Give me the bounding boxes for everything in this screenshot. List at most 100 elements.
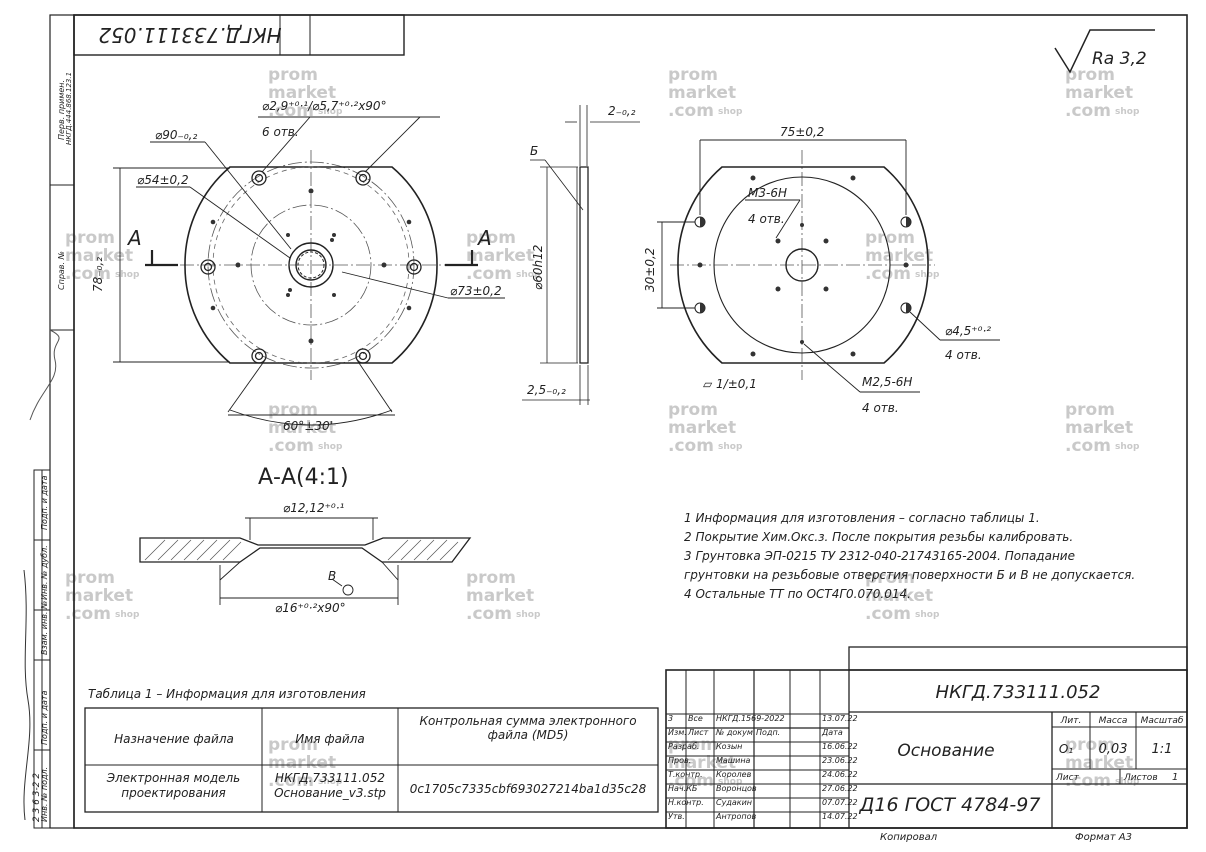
stamp-cell: Т.контр. [668,770,703,779]
svg-text:shop: shop [1115,442,1140,452]
dim-holes-top-count: 6 отв. [262,125,299,139]
table-header-filename: Имя файла [295,732,365,746]
stamp-cell: Судакин [716,798,752,807]
section-view [139,517,472,605]
sheet-frame [33,14,1188,829]
stamp-cell: № докум. [715,728,755,737]
stamp-cell: 16.06.22 [822,742,858,751]
svg-text:prom: prom [1065,400,1115,420]
svg-text:prom: prom [466,228,516,248]
stamp-cell: Нач.КБ [668,784,698,793]
stamp-cell: Козын [716,742,742,751]
handwriting-signature [23,569,31,821]
dim-d78: 78₋₀,₂ [91,257,105,292]
stamp-cell: Королев [716,770,752,779]
side-label-podp1: Подп. и дата [40,475,49,530]
format-label: Формат А3 [1075,832,1132,843]
note-2: 2 Покрытие Хим.Окс.з. После покрытия рез… [684,530,1073,544]
side-view [522,105,640,405]
svg-text:.com: .com [268,101,314,121]
svg-text:.com: .com [268,771,314,791]
section-mark-right: А [476,226,492,250]
side-label-vzam: Взам. инв. № [40,601,49,655]
svg-text:market: market [65,586,133,606]
stamp-cell: Утв. [668,812,685,821]
svg-text:market: market [668,83,736,103]
stamp-cell: Антропов [715,812,756,821]
table-cell-md5: 0c1705c7335cbf693027214ba1d35c28 [410,782,647,796]
stamp-cell: 14.07.22 [822,812,858,821]
svg-text:shop: shop [318,777,343,787]
svg-text:shop: shop [115,610,140,620]
lit-label: Лит. [1060,716,1082,726]
stamp-cell: Разраб. [668,742,699,751]
svg-text:shop: shop [1115,777,1140,787]
mass-value: 0,03 [1099,742,1128,757]
material: Д16 ГОСТ 4784-97 [859,794,1041,816]
svg-text:market: market [268,418,336,438]
dim-d90: ⌀90₋₀,₂ [155,128,197,142]
svg-text:prom: prom [668,400,718,420]
note-4: 4 Остальные ТТ по ОСТ4Г0.070.014. [684,587,911,601]
svg-text:shop: shop [718,442,743,452]
stamp-cell: 07.07.22 [822,798,858,807]
scale-value: 1:1 [1152,742,1173,757]
svg-text:market: market [466,246,534,266]
svg-text:prom: prom [65,568,115,588]
svg-text:shop: shop [115,270,140,280]
roughness-symbol [1054,29,1155,74]
svg-text:market: market [466,586,534,606]
svg-text:prom: prom [865,228,915,248]
svg-text:prom: prom [268,65,318,85]
dim-h30: 30±0,2 [643,248,657,292]
stamp-cell: Пров. [668,756,691,765]
technical-notes: 1 Информация для изготовления – согласно… [684,511,1135,601]
svg-text:market: market [268,83,336,103]
sheets-label: Листов [1123,773,1158,783]
stamp-cell: 24.06.22 [822,770,858,779]
svg-text:prom: prom [1065,65,1115,85]
stamp-cell: Н.контр. [668,798,704,807]
svg-text:market: market [865,586,933,606]
dim-d45-count: 4 отв. [945,348,982,362]
svg-text:.com: .com [668,436,714,456]
svg-text:market: market [668,418,736,438]
svg-text:.com: .com [1065,436,1111,456]
table-header-purpose: Назначение файла [114,732,234,746]
svg-text:market: market [1065,83,1133,103]
svg-text:.com: .com [65,264,111,284]
svg-text:market: market [865,246,933,266]
svg-text:shop: shop [516,270,541,280]
dim-d1212: ⌀12,12⁺⁰·¹ [283,501,345,515]
code-box-top [73,14,405,56]
mass-label: Масса [1099,716,1128,726]
svg-text:shop: shop [1115,107,1140,117]
stamp-cell: Все [688,714,703,723]
dim-d60: ⌀60h12 [531,245,545,290]
svg-text:prom: prom [268,735,318,755]
note-3: 3 Грунтовка ЭП-0215 ТУ 2312-040-21743165… [684,549,1075,563]
code-rotated: НКГД.733111.052 [98,23,281,47]
title-block [665,646,1188,829]
dim-flatness: ▱ 1/±0,1 [703,377,757,391]
svg-text:.com: .com [1065,771,1111,791]
svg-text:market: market [668,753,736,773]
svg-text:prom: prom [668,735,718,755]
stamp-cell: 23.06.22 [822,756,858,765]
surface-v-label: В [328,569,336,583]
dim-thickness-top: 2₋₀,₂ [608,104,636,118]
svg-text:shop: shop [318,107,343,117]
part-name: Основание [897,741,994,761]
svg-text:prom: prom [268,400,318,420]
main-view [113,116,505,426]
